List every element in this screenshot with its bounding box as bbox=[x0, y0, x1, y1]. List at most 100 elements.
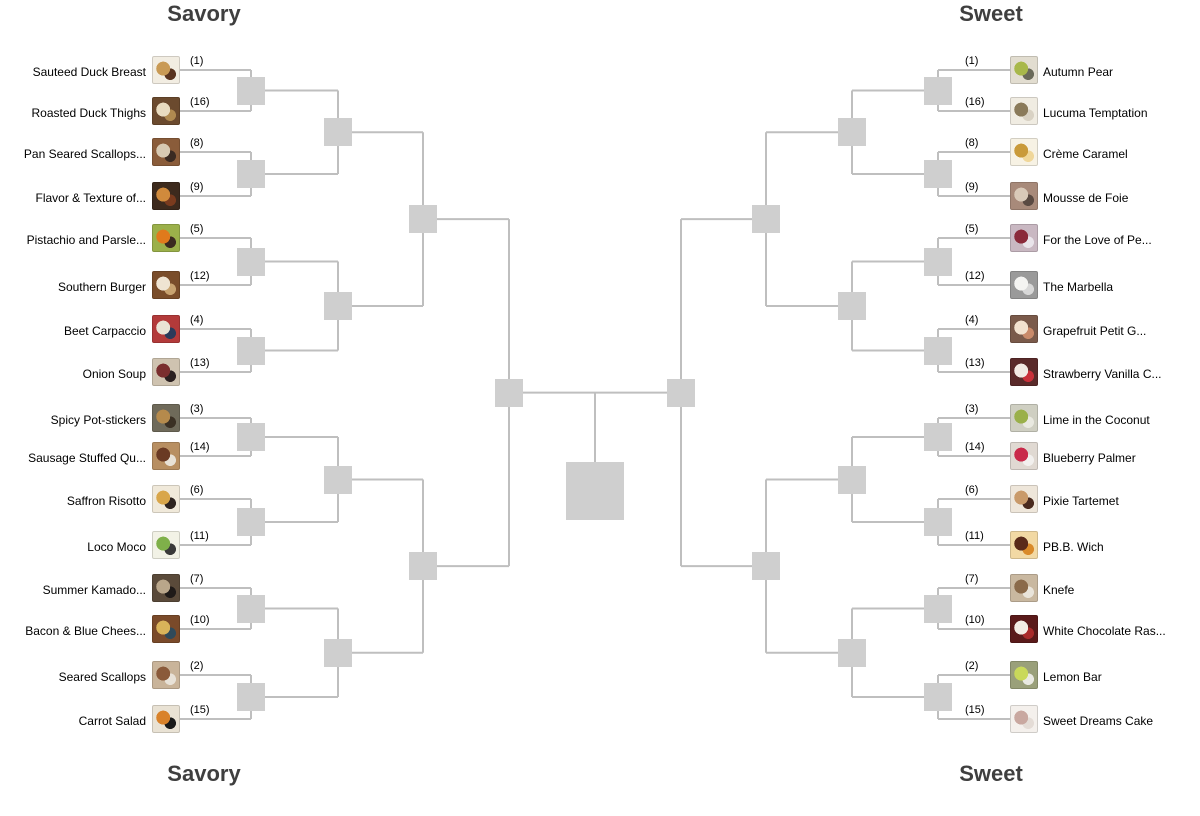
savory-entry-name: Bacon & Blue Chees... bbox=[25, 624, 146, 638]
sweet-entry-seed: (4) bbox=[965, 314, 979, 326]
sweet-round1-slot[interactable] bbox=[924, 594, 952, 623]
sweet-round2-slot[interactable] bbox=[838, 292, 866, 320]
savory-round4-slot[interactable] bbox=[495, 378, 523, 407]
sweet-entry-name: Crème Caramel bbox=[1043, 147, 1128, 161]
sweet-title-top: Sweet bbox=[959, 1, 1023, 26]
sweet-round1-slot[interactable] bbox=[924, 683, 952, 711]
savory-round3-slot[interactable] bbox=[409, 205, 437, 234]
sweet-entry-seed: (3) bbox=[965, 403, 979, 415]
savory-round2-slot[interactable] bbox=[324, 465, 352, 494]
sweet-entry-photo bbox=[1010, 358, 1038, 386]
sweet-entry-seed: (5) bbox=[965, 223, 979, 235]
savory-entry-photo bbox=[152, 615, 180, 643]
sweet-entry-photo bbox=[1010, 271, 1038, 299]
savory-title-bottom: Savory bbox=[167, 761, 241, 786]
savory-entry-photo bbox=[152, 271, 180, 299]
savory-entry-name: Flavor & Texture of... bbox=[35, 191, 147, 205]
savory-round1-slot[interactable] bbox=[237, 336, 265, 365]
sweet-entry-seed: (2) bbox=[965, 660, 979, 672]
savory-entry-seed: (12) bbox=[190, 270, 210, 282]
sweet-entry-name: Sweet Dreams Cake bbox=[1043, 714, 1154, 728]
savory-round1-slot[interactable] bbox=[237, 594, 265, 623]
savory-entry-seed: (7) bbox=[190, 573, 204, 585]
savory-entry-name: Sausage Stuffed Qu... bbox=[28, 451, 146, 465]
savory-round2-slot[interactable] bbox=[324, 292, 352, 320]
sweet-round2-slot[interactable] bbox=[838, 465, 866, 494]
sweet-entry-photo bbox=[1010, 615, 1038, 643]
sweet-round1-slot[interactable] bbox=[924, 247, 952, 276]
savory-entry-seed: (1) bbox=[190, 55, 204, 67]
savory-entry-photo bbox=[152, 574, 180, 602]
sweet-entry-name: Grapefruit Petit G... bbox=[1043, 324, 1147, 338]
sweet-entry-name: For the Love of Pe... bbox=[1043, 233, 1152, 247]
sweet-round1-slot[interactable] bbox=[924, 336, 952, 365]
sweet-round1-slot[interactable] bbox=[924, 160, 952, 188]
sweet-entry-seed: (16) bbox=[965, 96, 985, 108]
champion-slot[interactable] bbox=[566, 462, 624, 520]
savory-entry-name: Southern Burger bbox=[57, 280, 146, 294]
savory-entry-seed: (5) bbox=[190, 223, 204, 235]
sweet-entry-name: The Marbella bbox=[1043, 280, 1114, 294]
savory-entry-seed: (4) bbox=[190, 314, 204, 326]
savory-entry-name: Roasted Duck Thighs bbox=[31, 106, 146, 120]
sweet-entry-seed: (6) bbox=[965, 484, 979, 496]
savory-round1-slot[interactable] bbox=[237, 247, 265, 276]
savory-entry-photo bbox=[152, 485, 180, 513]
sweet-round1-slot[interactable] bbox=[924, 76, 952, 105]
savory-entry-photo bbox=[152, 705, 180, 733]
sweet-round2-slot[interactable] bbox=[838, 638, 866, 667]
sweet-entry-photo bbox=[1010, 404, 1038, 432]
sweet-entry-photo bbox=[1010, 97, 1038, 125]
sweet-entry-seed: (14) bbox=[965, 441, 985, 453]
savory-round2-slot[interactable] bbox=[324, 638, 352, 667]
sweet-entry-name: PB.B. Wich bbox=[1043, 540, 1104, 554]
savory-entry-name: Sauteed Duck Breast bbox=[32, 65, 146, 79]
sweet-entry-photo bbox=[1010, 485, 1038, 513]
sweet-entry-photo bbox=[1010, 705, 1038, 733]
savory-entry-photo bbox=[152, 358, 180, 386]
savory-entry-name: Seared Scallops bbox=[58, 670, 146, 684]
savory-entry-name: Summer Kamado... bbox=[42, 583, 146, 597]
savory-entry-photo bbox=[152, 442, 180, 470]
savory-round1-slot[interactable] bbox=[237, 160, 265, 188]
sweet-round3-slot[interactable] bbox=[752, 552, 780, 581]
savory-round1-slot[interactable] bbox=[237, 423, 265, 451]
savory-entry-seed: (11) bbox=[190, 530, 209, 542]
sweet-entry-name: White Chocolate Ras... bbox=[1043, 624, 1166, 638]
savory-entry-seed: (2) bbox=[190, 660, 204, 672]
sweet-entry-name: Pixie Tartemet bbox=[1043, 494, 1119, 508]
savory-entry-photo bbox=[152, 97, 180, 125]
sweet-entry-photo bbox=[1010, 56, 1038, 84]
savory-entry-photo bbox=[152, 531, 180, 559]
sweet-entry-photo bbox=[1010, 661, 1038, 689]
sweet-entry-name: Lemon Bar bbox=[1043, 670, 1102, 684]
sweet-round4-slot[interactable] bbox=[667, 378, 695, 407]
savory-entry-seed: (16) bbox=[190, 96, 210, 108]
sweet-entry-name: Mousse de Foie bbox=[1043, 191, 1129, 205]
sweet-entry-photo bbox=[1010, 224, 1038, 252]
savory-round1-slot[interactable] bbox=[237, 683, 265, 711]
sweet-entry-name: Lucuma Temptation bbox=[1043, 106, 1148, 120]
savory-entry-seed: (15) bbox=[190, 704, 210, 716]
savory-round2-slot[interactable] bbox=[324, 118, 352, 147]
sweet-round1-slot[interactable] bbox=[924, 423, 952, 451]
sweet-entry-photo bbox=[1010, 315, 1038, 343]
savory-entry-photo bbox=[152, 138, 180, 166]
savory-entry-name: Pan Seared Scallops... bbox=[23, 147, 146, 161]
savory-entry-name: Pistachio and Parsle... bbox=[26, 233, 146, 247]
sweet-entry-photo bbox=[1010, 574, 1038, 602]
savory-entry-seed: (10) bbox=[190, 614, 210, 626]
sweet-entry-seed: (1) bbox=[965, 55, 979, 67]
sweet-title-bottom: Sweet bbox=[959, 761, 1023, 786]
savory-round3-slot[interactable] bbox=[409, 552, 437, 581]
savory-entry-seed: (13) bbox=[190, 357, 210, 369]
savory-round1-slot[interactable] bbox=[237, 76, 265, 105]
savory-entry-seed: (6) bbox=[190, 484, 204, 496]
savory-entry-photo bbox=[152, 661, 180, 689]
sweet-round2-slot[interactable] bbox=[838, 118, 866, 147]
sweet-round1-slot[interactable] bbox=[924, 508, 952, 536]
sweet-round3-slot[interactable] bbox=[752, 205, 780, 234]
sweet-entry-photo bbox=[1010, 138, 1038, 166]
savory-round1-slot[interactable] bbox=[237, 508, 265, 536]
sweet-entry-seed: (15) bbox=[965, 704, 985, 716]
